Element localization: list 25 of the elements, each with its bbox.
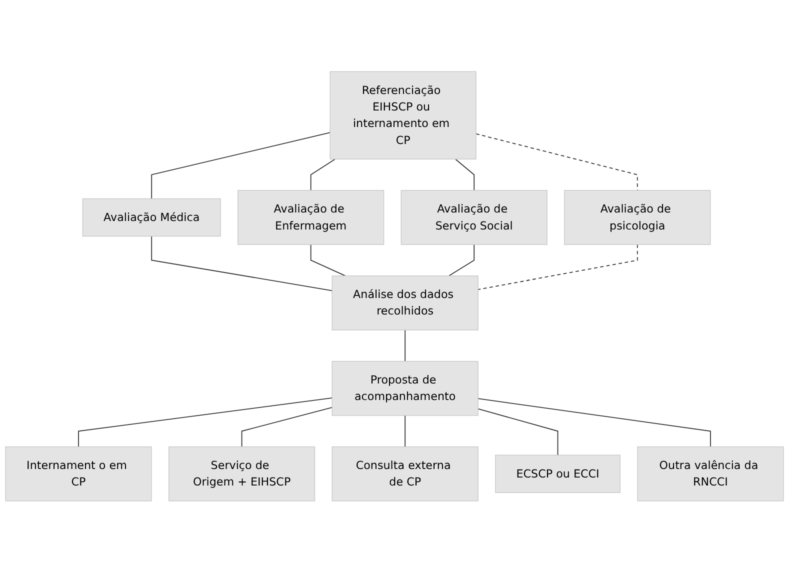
node-box: Análise dos dados recolhidos xyxy=(332,275,478,330)
node-box: Proposta de acompanhamento xyxy=(332,360,478,416)
connector xyxy=(151,236,333,291)
connector xyxy=(404,414,406,447)
connector xyxy=(454,158,475,191)
connector xyxy=(478,244,638,290)
connector xyxy=(310,158,336,191)
node-box: Avaliação de Serviço Social xyxy=(400,190,548,245)
connector xyxy=(478,398,711,447)
connector xyxy=(241,406,333,447)
node-box: Avaliação de psicologia xyxy=(564,190,711,245)
node-box: Consulta externa de CP xyxy=(332,446,478,502)
connector xyxy=(78,397,333,447)
connector xyxy=(404,329,406,362)
node-box: Serviço de Origem + EIHSCP xyxy=(168,446,316,502)
node-box: Avaliação de Enfermagem xyxy=(238,190,384,245)
node-box: Avaliação Médica xyxy=(82,198,221,236)
node-box: Internament o em CP xyxy=(5,446,152,502)
node-box: Outra valência da RNCCI xyxy=(637,446,784,502)
connector xyxy=(310,244,346,276)
connector xyxy=(151,132,331,199)
node-box: Referenciação EIHSCP ou internamento em CP xyxy=(330,70,476,160)
connector xyxy=(478,408,558,456)
node-box: ECSCP ou ECCI xyxy=(495,454,620,493)
connector xyxy=(448,244,475,276)
